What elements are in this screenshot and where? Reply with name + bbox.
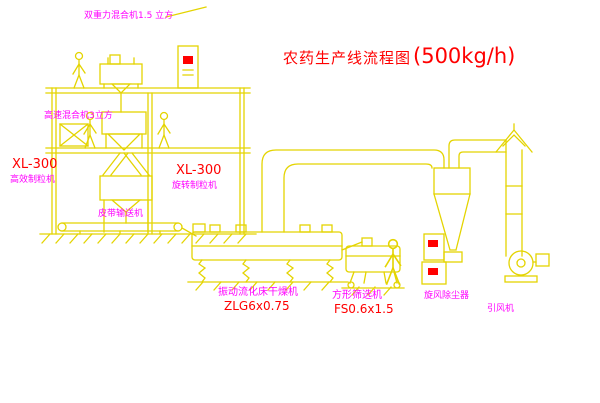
gravity-mixer-machine bbox=[99, 54, 143, 113]
label-cyclone-name: 旋风除尘器 bbox=[424, 291, 470, 301]
cyclone-separator-machine bbox=[433, 139, 507, 263]
label-granulator-left-name: 高效制粒机 bbox=[10, 175, 56, 185]
label-sieve-model: FS0.6x1.5 bbox=[334, 302, 394, 316]
y-chute bbox=[102, 152, 150, 176]
worker-figure-ground bbox=[384, 238, 402, 286]
diagram-title: 农药生产线流程图 (500kg/h) bbox=[283, 44, 515, 68]
label-granulator-left-model: XL-300 bbox=[12, 157, 58, 172]
label-leader bbox=[165, 6, 207, 18]
control-cabinet-right bbox=[421, 233, 447, 285]
belt-conveyor-machine bbox=[57, 222, 197, 237]
label-gravity-mixer: 双重力混合机1.5 立方 bbox=[84, 11, 174, 21]
exhaust-stack bbox=[495, 123, 533, 257]
worker-figure-roof bbox=[72, 51, 86, 89]
high-speed-mixer-machine bbox=[59, 111, 147, 151]
worker-figure-floor2-right bbox=[157, 111, 171, 149]
title-capacity: (500kg/h) bbox=[413, 44, 516, 68]
label-granulator-right-name: 旋转制粒机 bbox=[172, 181, 218, 191]
control-cabinet-top bbox=[177, 45, 199, 89]
label-high-speed-mixer: 高速混合机3立方 bbox=[44, 111, 113, 121]
label-granulator-right-model: XL-300 bbox=[176, 163, 222, 178]
induced-draft-fan-machine bbox=[504, 250, 550, 283]
title-text: 农药生产线流程图 bbox=[283, 49, 412, 67]
label-sieve-name: 方形筛选机 bbox=[332, 290, 382, 301]
granulator-machine bbox=[99, 175, 153, 233]
label-dryer-model: ZLG6x0.75 bbox=[224, 299, 290, 313]
worker-figure-floor2-left bbox=[83, 111, 97, 149]
square-sieve-machine bbox=[341, 237, 405, 296]
exhaust-duct bbox=[261, 149, 445, 233]
building-frame bbox=[39, 87, 257, 244]
fluid-bed-dryer-machine bbox=[187, 223, 349, 291]
label-fan-name: 引风机 bbox=[487, 304, 515, 314]
label-dryer-name: 振动流化床干燥机 bbox=[218, 287, 298, 298]
label-belt-conveyor: 皮带输送机 bbox=[98, 209, 144, 219]
